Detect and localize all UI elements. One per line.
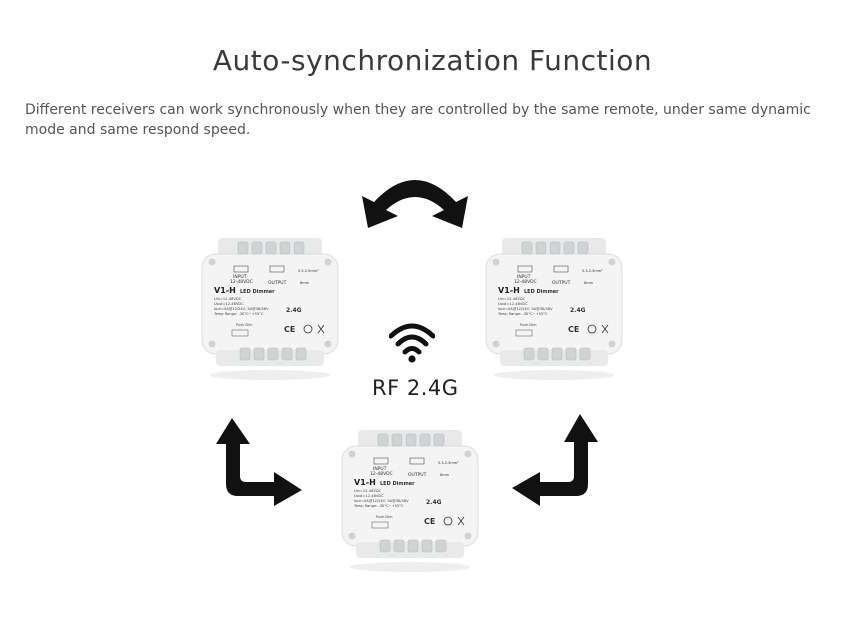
spec-temp: Temp Range: -30°C~+55°C xyxy=(353,504,404,508)
push-dim-label: Push Dim xyxy=(236,323,253,327)
wire-spec: 0.5-2.5mm² xyxy=(438,461,459,465)
frequency-label: 2.4G xyxy=(426,499,442,506)
spec-uout: Uout=12-48VDC xyxy=(354,494,384,498)
device-model: V1-H xyxy=(498,286,520,295)
spec-uin: Uin=12-48VDC xyxy=(354,489,382,493)
rf-label: RF 2.4G xyxy=(372,376,459,400)
weee-bin-icon xyxy=(317,324,325,334)
push-dim-label: Push Dim xyxy=(520,323,537,327)
strip-length: 8mm xyxy=(584,281,594,285)
wifi-icon xyxy=(389,323,435,363)
spec-uin: Uin=12-48VDC xyxy=(498,297,526,301)
receiver-device-left: INPUT 12-48VDC OUTPUT 0.5-2.5mm² 8mm V1-… xyxy=(200,232,340,380)
weee-bin-icon xyxy=(457,516,465,526)
dimmer-device-image: INPUT 12-48VDC OUTPUT 0.5-2.5mm² 8mm V1-… xyxy=(341,430,479,572)
spec-temp: Temp Range: -30°C~+55°C xyxy=(497,312,548,316)
strip-length: 8mm xyxy=(440,473,450,477)
check-mark-icon xyxy=(443,516,453,526)
spec-iout: Iout=5A@12/24V, 5A@36/48V xyxy=(354,499,409,503)
device-subtitle: LED Dimmer xyxy=(524,289,559,295)
spec-iout: Iout=5A@12/24V, 5A@36/48V xyxy=(498,307,553,311)
frequency-label: 2.4G xyxy=(570,307,586,314)
output-label: OUTPUT xyxy=(552,280,571,286)
weee-bin-icon xyxy=(601,324,609,334)
frequency-label: 2.4G xyxy=(286,307,302,314)
spec-uout: Uout=12-48VDC xyxy=(498,302,528,306)
output-label: OUTPUT xyxy=(408,472,427,478)
bent-arrow-right-icon xyxy=(512,414,598,506)
output-label: OUTPUT xyxy=(268,280,287,286)
ce-mark-icon: CE xyxy=(284,325,295,334)
device-subtitle: LED Dimmer xyxy=(380,481,415,487)
double-arrow-icon xyxy=(362,180,468,228)
input-label: INPUT xyxy=(373,466,387,472)
input-voltage: 12-48VDC xyxy=(230,279,253,285)
dimmer-device-image: INPUT 12-48VDC OUTPUT 0.5-2.5mm² 8mm V1-… xyxy=(201,238,339,380)
spec-temp: Temp Range: -30°C~+55°C xyxy=(213,312,264,316)
strip-length: 8mm xyxy=(300,281,310,285)
input-voltage: 12-48VDC xyxy=(370,471,393,477)
ce-mark-icon: CE xyxy=(568,325,579,334)
bent-arrow-left-icon xyxy=(216,418,302,506)
device-subtitle: LED Dimmer xyxy=(240,289,275,295)
page-title: Auto-synchronization Function xyxy=(212,44,653,77)
ce-mark-icon: CE xyxy=(424,517,435,526)
spec-uin: Uin=12-48VDC xyxy=(214,297,242,301)
spec-iout: Iout=5A@12/24V, 5A@36/48V xyxy=(214,307,269,311)
input-voltage: 12-48VDC xyxy=(514,279,537,285)
receiver-device-bottom: INPUT 12-48VDC OUTPUT 0.5-2.5mm² 8mm V1-… xyxy=(340,424,480,572)
device-model: V1-H xyxy=(214,286,236,295)
check-mark-icon xyxy=(587,324,597,334)
wire-spec: 0.5-2.5mm² xyxy=(298,269,319,273)
input-label: INPUT xyxy=(233,274,247,280)
input-label: INPUT xyxy=(517,274,531,280)
receiver-device-right: INPUT 12-48VDC OUTPUT 0.5-2.5mm² 8mm V1-… xyxy=(484,232,624,380)
check-mark-icon xyxy=(303,324,313,334)
push-dim-label: Push Dim xyxy=(376,515,393,519)
page-description: Different receivers can work synchronous… xyxy=(25,102,811,138)
wire-spec: 0.5-2.5mm² xyxy=(582,269,603,273)
dimmer-device-image: INPUT 12-48VDC OUTPUT 0.5-2.5mm² 8mm V1-… xyxy=(485,238,623,380)
spec-uout: Uout=12-48VDC xyxy=(214,302,244,306)
device-model: V1-H xyxy=(354,478,376,487)
